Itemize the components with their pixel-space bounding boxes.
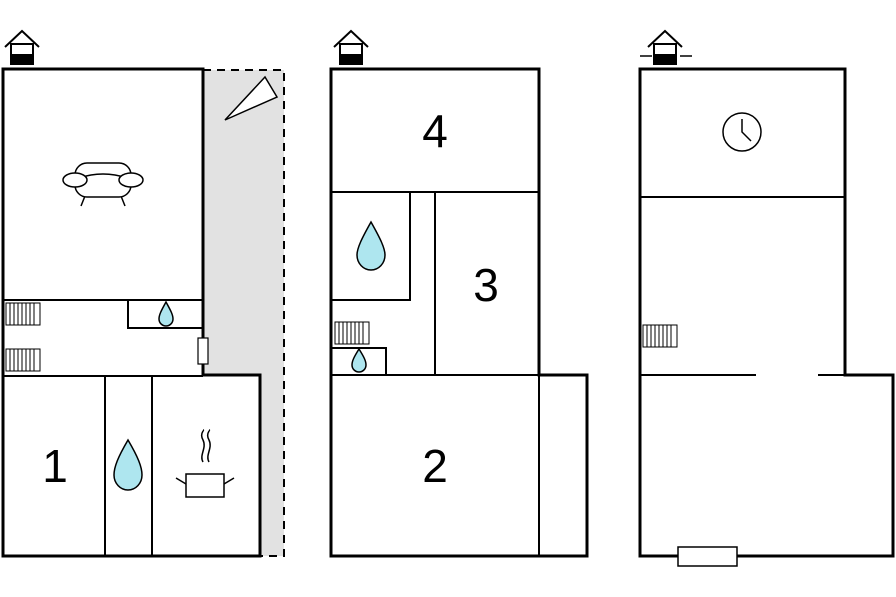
radiator-icon [334,321,370,345]
clock-icon [722,112,762,152]
terrace-area [203,70,284,556]
water-drop-icon [113,438,143,491]
second-floor-outer-walls [638,67,895,558]
radiator-icon [642,324,678,348]
room-number-1: 1 [42,440,68,492]
room-number-3: 3 [473,259,499,311]
entrance-house-icon [333,30,369,65]
radiator-icon [5,348,41,372]
water-drop-icon [356,220,386,271]
ground-floor: 1 [1,30,285,558]
cooking-pot-icon [175,429,235,498]
sofa-icon [62,162,144,207]
ground-floor-outer-walls [1,67,262,558]
room-number-4: 4 [422,105,448,157]
door-icon [197,337,209,365]
terrace-triangle-icon [224,75,279,121]
water-drop-icon [351,347,367,373]
window-icon [677,546,738,567]
terrace-dashed-outline [203,69,285,557]
room-number-2: 2 [422,440,448,492]
entrance-house-icon [640,30,692,65]
water-drop-icon [158,300,174,327]
radiator-icon [5,302,41,326]
first-floor-outer-walls [329,67,589,558]
entrance-house-icon [4,30,40,65]
second-floor [638,30,895,567]
first-floor: 4 3 2 [329,30,589,558]
